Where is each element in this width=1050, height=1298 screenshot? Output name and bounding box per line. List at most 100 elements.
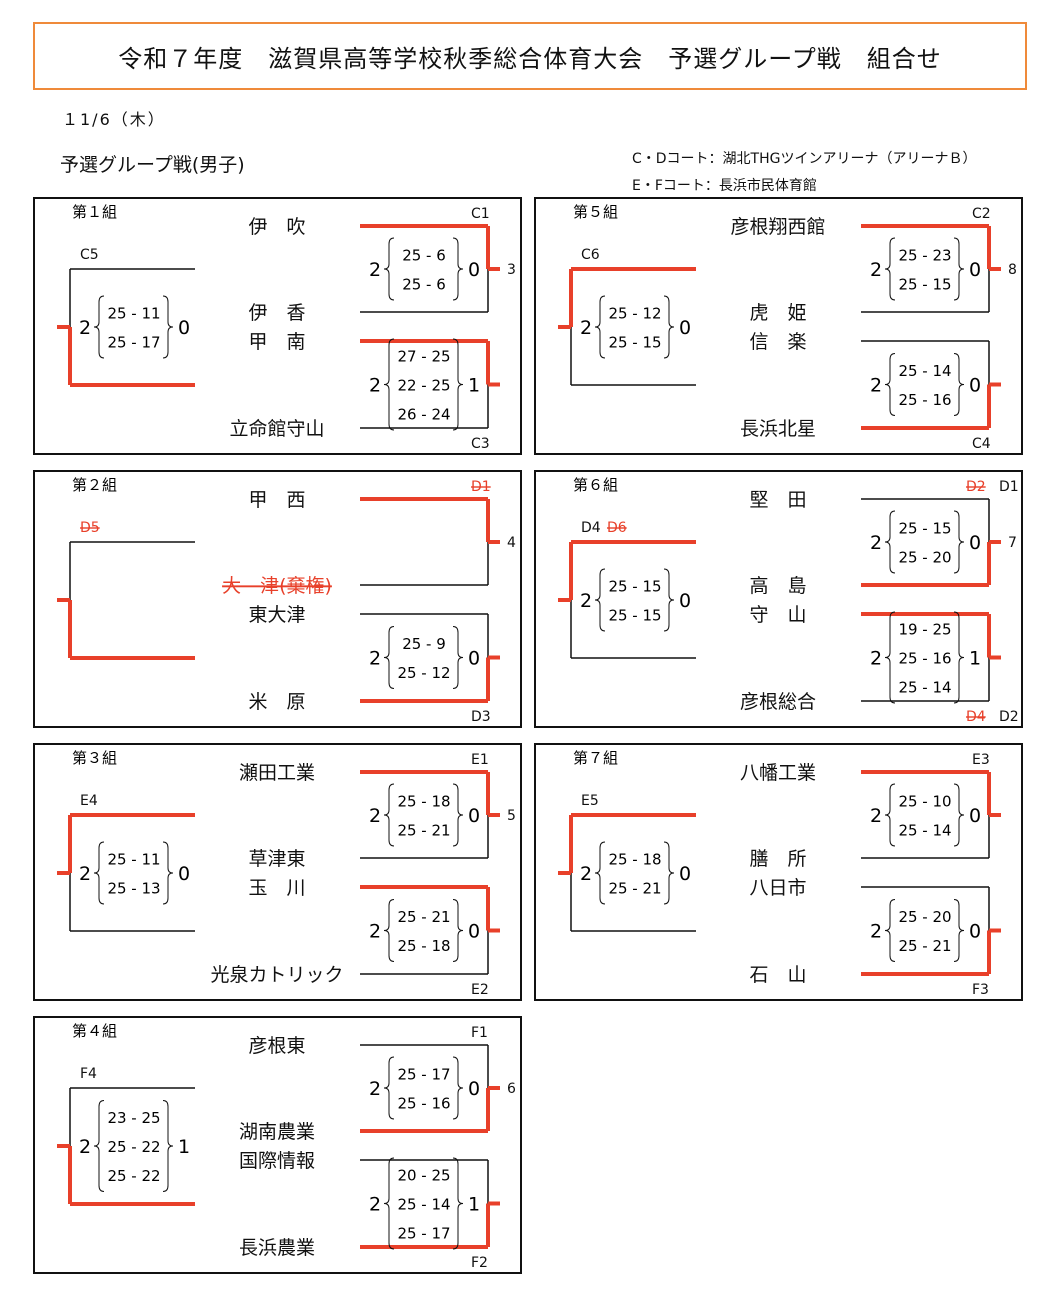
court-label: C3	[471, 436, 490, 452]
sets-won-right: 1	[969, 648, 981, 670]
set-score: 25 - 15	[608, 334, 661, 352]
brace-open-icon	[884, 611, 896, 704]
team-name: 湖南農業	[239, 1121, 315, 1143]
group-number-label: 7	[1008, 535, 1017, 551]
sets-won-right: 0	[468, 805, 480, 827]
sets-won-left: 2	[870, 805, 882, 827]
brace-close-icon	[162, 295, 174, 359]
set-score: 25 - 15	[898, 520, 951, 538]
team-name: 石 山	[749, 964, 806, 986]
group-number-label: 6	[507, 1081, 516, 1097]
brace-close-icon	[953, 783, 965, 847]
sets-won-left: 2	[369, 921, 381, 943]
set-score: 25 - 6	[402, 247, 446, 265]
set-score: 25 - 17	[397, 1066, 450, 1084]
sets-won-left: 2	[369, 375, 381, 397]
brace-close-icon	[663, 568, 675, 632]
brace-open-icon	[383, 783, 395, 847]
brace-close-icon	[953, 237, 965, 301]
brace-close-icon	[953, 899, 965, 962]
group-label: 第５組	[573, 203, 618, 221]
set-score: 25 - 12	[397, 664, 450, 682]
sets-won-right: 0	[969, 259, 981, 281]
brace-open-icon	[383, 237, 395, 301]
court-label: D3	[471, 709, 491, 725]
brace-close-icon	[452, 1056, 464, 1120]
set-score: 20 - 25	[397, 1167, 450, 1185]
court-info-cd: C・Dコート：湖北THGツインアリーナ（アリーナＢ）	[632, 151, 977, 167]
sets-won-left: 2	[580, 317, 592, 339]
set-score: 25 - 15	[608, 607, 661, 625]
brace-close-icon	[953, 510, 965, 574]
brace-close-icon	[452, 1157, 464, 1250]
brace-open-icon	[383, 626, 395, 689]
set-score: 25 - 18	[608, 851, 661, 869]
court-label: D6	[607, 520, 627, 536]
sets-won-right: 0	[468, 921, 480, 943]
team-name: 彦根総合	[740, 691, 816, 713]
group-label: 第３組	[72, 749, 117, 767]
brace-open-icon	[594, 841, 606, 905]
set-score: 25 - 10	[898, 793, 951, 811]
sets-won-right: 0	[969, 532, 981, 554]
team-name: 膳 所	[749, 848, 806, 870]
set-score: 25 - 21	[397, 822, 450, 840]
brace-open-icon	[93, 841, 105, 905]
brace-open-icon	[884, 899, 896, 962]
team-name: 信 楽	[749, 331, 806, 353]
team-name: 甲 西	[248, 489, 305, 511]
court-label: E5	[581, 793, 599, 809]
set-score: 25 - 11	[107, 851, 160, 869]
team-name: 虎 姫	[749, 302, 806, 324]
sets-won-right: 0	[969, 805, 981, 827]
group-number-label: 4	[507, 535, 516, 551]
group-label: 第４組	[72, 1022, 117, 1040]
brace-close-icon	[452, 783, 464, 847]
set-score: 23 - 25	[107, 1109, 160, 1127]
brace-close-icon	[452, 338, 464, 431]
court-label: F1	[471, 1025, 488, 1041]
court-label: D1	[471, 479, 491, 495]
sets-won-left: 2	[79, 317, 91, 339]
set-score: 25 - 21	[397, 908, 450, 926]
set-score: 25 - 18	[397, 937, 450, 955]
group-label: 第６組	[573, 476, 618, 494]
set-score: 25 - 11	[107, 305, 160, 323]
group-number-label: 3	[507, 262, 516, 278]
set-score: 25 - 22	[107, 1167, 160, 1185]
sets-won-right: 0	[468, 1078, 480, 1100]
team-name: 伊 香	[248, 302, 305, 324]
team-name: 伊 吹	[248, 216, 305, 238]
team-name: 長浜北星	[740, 418, 816, 440]
team-name: 米 原	[248, 691, 305, 713]
team-name: 立命館守山	[229, 418, 324, 440]
team-name: 堅 田	[749, 489, 806, 511]
sets-won-right: 1	[468, 1194, 480, 1216]
court-label: C5	[80, 247, 99, 263]
team-name: 光泉カトリック	[210, 964, 343, 986]
sets-won-right: 0	[468, 259, 480, 281]
sets-won-left: 2	[870, 259, 882, 281]
court-label: F3	[972, 982, 989, 998]
sets-won-right: 0	[969, 921, 981, 943]
set-score: 25 - 23	[898, 247, 951, 265]
court-label: F4	[80, 1066, 97, 1082]
court-label: D5	[80, 520, 100, 536]
sets-won-left: 2	[870, 648, 882, 670]
brace-close-icon	[452, 626, 464, 689]
set-score: 25 - 6	[402, 276, 446, 294]
sets-won-right: 1	[178, 1136, 190, 1158]
set-score: 25 - 12	[608, 305, 661, 323]
set-score: 25 - 22	[107, 1138, 160, 1156]
brace-close-icon	[162, 1100, 174, 1192]
brace-close-icon	[663, 295, 675, 359]
team-name: 高 島	[749, 575, 806, 597]
brace-open-icon	[383, 338, 395, 431]
